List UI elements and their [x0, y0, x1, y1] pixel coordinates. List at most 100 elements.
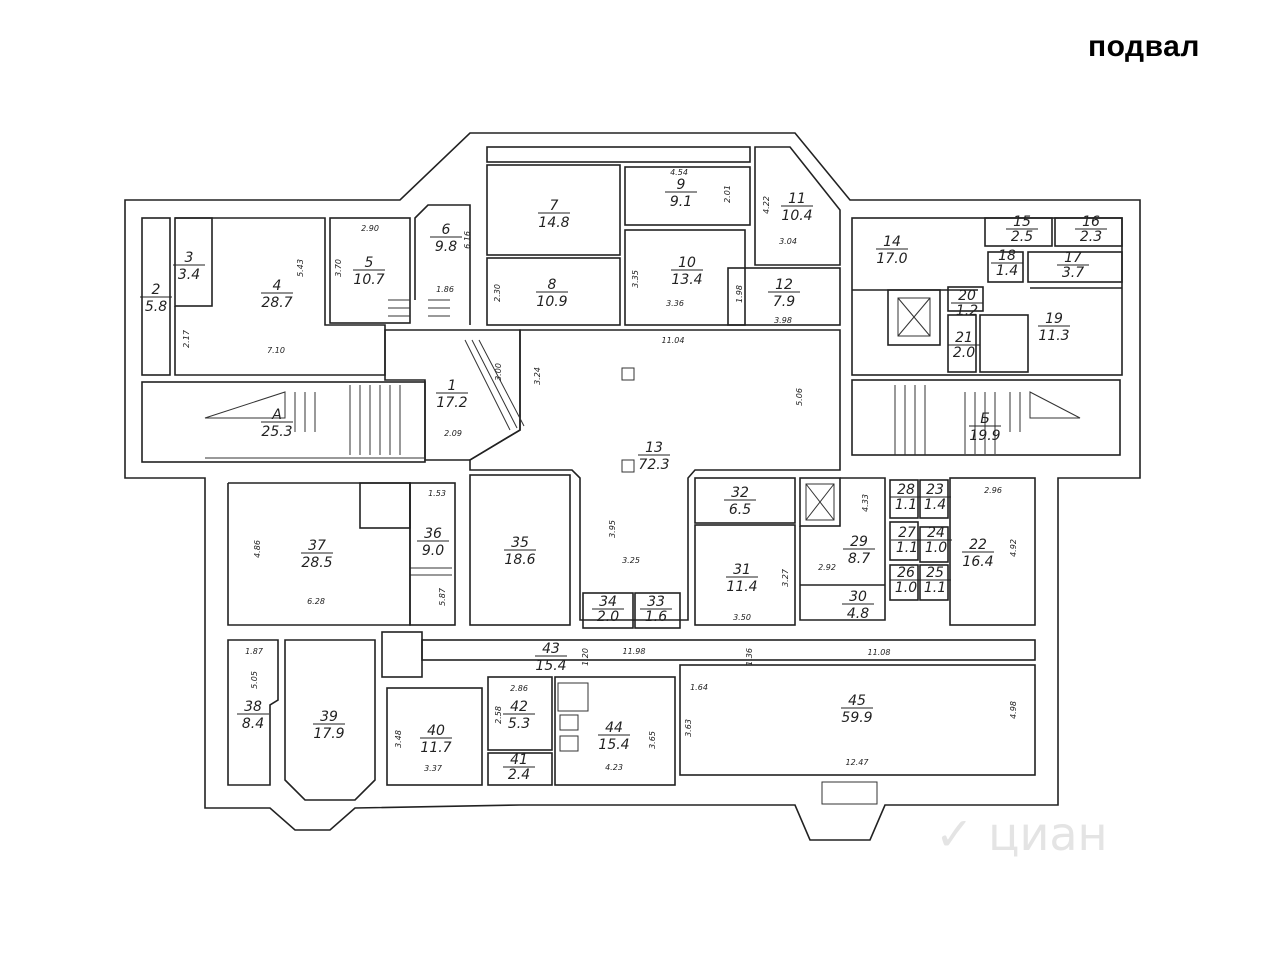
room-number: 12	[775, 277, 793, 293]
room-label-33: 331.6	[640, 594, 672, 625]
room-number: 4	[273, 278, 282, 294]
dimension-label: 3.50	[733, 613, 751, 622]
room-area: 4.8	[847, 606, 869, 622]
dimension-label: 2.92	[818, 563, 836, 572]
room-label-38: 388.4	[237, 699, 269, 732]
dimension-label: 2.09	[444, 429, 462, 438]
dimension-label: 3.36	[666, 299, 684, 308]
dimension-label: 3.95	[608, 520, 617, 538]
room-number: 35	[511, 535, 529, 551]
room-area: 19.9	[969, 428, 1000, 444]
room-number: 36	[424, 526, 442, 542]
room-area: 9.1	[670, 194, 692, 210]
room-label-23: 231.4	[919, 482, 951, 513]
room-number: 16	[1082, 214, 1100, 230]
stairs-icon	[204, 299, 1081, 576]
dimension-label: 1.20	[581, 648, 590, 666]
room-number: 3	[185, 250, 194, 266]
room-label-Б: Б19.9	[969, 411, 1001, 444]
room-number: 11	[788, 191, 806, 207]
dimension-label: 1.86	[436, 285, 454, 294]
room-label-6: 69.8	[430, 222, 462, 255]
walls-lower-right	[679, 477, 1036, 805]
room-number: 10	[678, 255, 696, 271]
room-label-32: 326.5	[724, 485, 756, 518]
room-number: 26	[897, 565, 915, 581]
room-number: 2	[152, 282, 161, 298]
room-area: 15.4	[598, 737, 629, 753]
room-area: 14.8	[538, 215, 569, 231]
room-number: 28	[897, 482, 915, 498]
room-number: 38	[244, 699, 262, 715]
dimension-label: 4.23	[605, 763, 623, 772]
dimension-label: 1.64	[690, 683, 708, 692]
room-number: 25	[926, 565, 944, 581]
room-number: 24	[927, 525, 945, 541]
room-area: 17.0	[876, 251, 907, 267]
room-number: 44	[605, 720, 623, 736]
room-area: 1.0	[895, 580, 917, 596]
dimension-label: 1.98	[735, 285, 744, 303]
dimension-label: 3.63	[684, 719, 693, 737]
dimension-label: 3.00	[494, 363, 503, 381]
room-label-17: 173.7	[1057, 250, 1089, 281]
room-area: 7.9	[773, 294, 795, 310]
dimension-label: 7.10	[267, 346, 285, 355]
room-labels: 117.225.833.4428.7510.769.8714.8810.999.…	[140, 177, 1107, 783]
room-number: 13	[645, 440, 663, 456]
walls-lower-left	[227, 474, 1036, 801]
room-area: 18.6	[504, 552, 535, 568]
room-area: 2.0	[953, 345, 975, 361]
dimension-label: 3.24	[533, 367, 542, 385]
dimension-label: 3.25	[622, 556, 640, 565]
room-area: 11.4	[726, 579, 757, 595]
room-area: 6.5	[729, 502, 751, 518]
room-label-27: 271.1	[891, 525, 923, 556]
room-area: 10.9	[536, 294, 567, 310]
room-area: 3.7	[1062, 265, 1084, 281]
elevator-icon	[897, 297, 931, 337]
room-number: 27	[898, 525, 916, 541]
dimension-label: 11.04	[662, 336, 685, 345]
outer-wall	[124, 132, 1141, 841]
room-label-29: 298.7	[843, 534, 875, 567]
room-number: 20	[958, 288, 976, 304]
room-area: 13.4	[671, 272, 702, 288]
column-icon	[621, 367, 635, 381]
room-number: Б	[980, 411, 990, 427]
room-number: 1	[448, 378, 457, 394]
room-number: 29	[850, 534, 868, 550]
room-area: 15.4	[535, 658, 566, 674]
room-number: 14	[883, 234, 901, 250]
room-label-7: 714.8	[538, 198, 570, 231]
room-label-1: 117.2	[436, 378, 468, 411]
room-area: 2.5	[1011, 229, 1033, 245]
room-number: 32	[731, 485, 749, 501]
dimension-label: 5.43	[296, 259, 305, 277]
dimension-label: 3.48	[394, 730, 403, 748]
dimension-label: 2.30	[493, 284, 502, 302]
room-label-30: 304.8	[842, 589, 874, 622]
room-area: 28.5	[301, 555, 332, 571]
room-number: 34	[599, 594, 617, 610]
room-area: 25.3	[261, 424, 292, 440]
room-area: 28.7	[261, 295, 292, 311]
room-area: 9.0	[422, 543, 444, 559]
room-label-15: 152.5	[1006, 214, 1038, 245]
room-number: 23	[926, 482, 944, 498]
room-label-3: 33.4	[173, 250, 205, 283]
room-number: 30	[849, 589, 867, 605]
room-area: 17.9	[313, 726, 344, 742]
room-number: 15	[1013, 214, 1031, 230]
room-number: 18	[998, 248, 1016, 264]
room-number: 9	[677, 177, 686, 193]
room-area: 8.7	[848, 551, 870, 567]
